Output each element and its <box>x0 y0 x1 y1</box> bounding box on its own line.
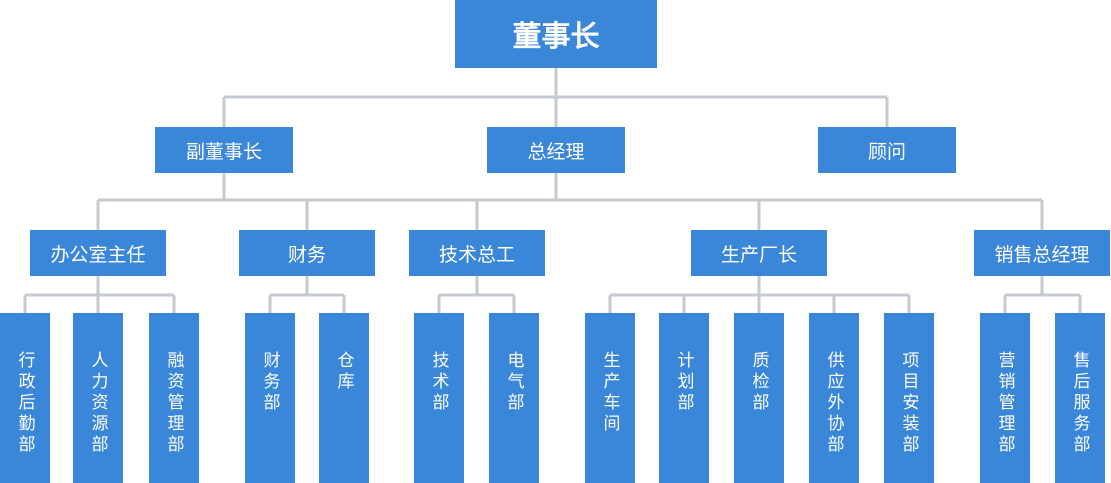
org-node-supply-outsourcing-dept[interactable]: 供应外协部 <box>809 313 859 483</box>
org-node-sales-general-manager[interactable]: 销售总经理 <box>974 230 1110 276</box>
node-label: 售后服务部 <box>1070 351 1090 456</box>
node-label: 技术部 <box>429 351 449 414</box>
connector-level2-to-level3 <box>96 173 1044 230</box>
org-node-project-installation-dept[interactable]: 项目安装部 <box>884 313 934 483</box>
org-node-warehouse[interactable]: 仓库 <box>319 313 369 483</box>
node-label: 顾问 <box>867 141 906 163</box>
node-label: 质检部 <box>749 351 769 414</box>
node-label: 供应外协部 <box>824 351 844 456</box>
org-node-chief-engineer[interactable]: 技术总工 <box>409 230 545 276</box>
node-label: 行政后勤部 <box>15 351 35 456</box>
node-label: 财务 <box>287 244 326 266</box>
node-label: 生产车间 <box>600 351 620 435</box>
connector-level1-to-level2 <box>222 68 889 127</box>
org-node-office-director[interactable]: 办公室主任 <box>30 230 166 276</box>
org-node-quality-inspection-dept[interactable]: 质检部 <box>734 313 784 483</box>
node-label: 总经理 <box>527 141 585 163</box>
org-node-finance[interactable]: 财务 <box>239 230 375 276</box>
node-label: 融资管理部 <box>164 351 184 456</box>
org-node-finance-dept[interactable]: 财务部 <box>245 313 295 483</box>
node-label: 项目安装部 <box>899 351 919 456</box>
org-node-vice-chairman[interactable]: 副董事长 <box>155 127 293 173</box>
node-label: 财务部 <box>260 351 280 414</box>
org-node-after-sales-service-dept[interactable]: 售后服务部 <box>1055 313 1105 483</box>
node-label: 电气部 <box>504 351 524 414</box>
node-label: 营销管理部 <box>995 351 1015 456</box>
node-label: 办公室主任 <box>50 244 146 266</box>
node-label: 人力资源部 <box>88 351 108 456</box>
org-node-advisor[interactable]: 顾问 <box>818 127 956 173</box>
org-node-technology-dept[interactable]: 技术部 <box>414 313 464 483</box>
node-label: 董事长 <box>512 21 600 53</box>
node-label: 副董事长 <box>185 141 262 163</box>
org-node-electrical-dept[interactable]: 电气部 <box>489 313 539 483</box>
org-node-admin-logistics-dept[interactable]: 行政后勤部 <box>0 313 50 483</box>
node-label: 仓库 <box>334 351 354 393</box>
org-node-planning-dept[interactable]: 计划部 <box>659 313 709 483</box>
org-node-production-director[interactable]: 生产厂长 <box>691 230 827 276</box>
org-node-general-manager[interactable]: 总经理 <box>487 127 625 173</box>
org-node-chairman[interactable]: 董事长 <box>455 0 657 68</box>
org-node-financing-management-dept[interactable]: 融资管理部 <box>149 313 199 483</box>
org-node-hr-dept[interactable]: 人力资源部 <box>73 313 123 483</box>
org-node-production-workshop[interactable]: 生产车间 <box>585 313 635 483</box>
node-label: 生产厂长 <box>720 244 797 266</box>
node-label: 销售总经理 <box>994 244 1090 266</box>
node-label: 技术总工 <box>438 244 515 266</box>
connector-level3-to-level4 <box>23 276 1082 313</box>
node-label: 计划部 <box>674 351 694 414</box>
org-node-marketing-management-dept[interactable]: 营销管理部 <box>980 313 1030 483</box>
